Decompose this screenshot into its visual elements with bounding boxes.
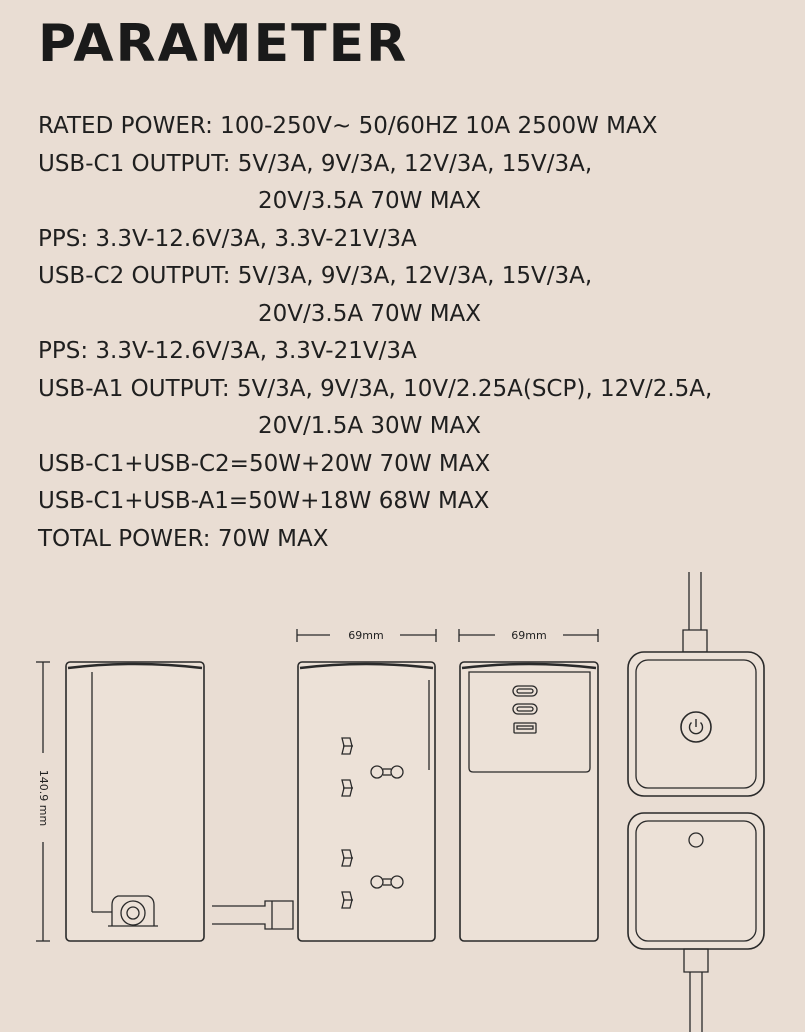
spec-list: RATED POWER: 100-250V~ 50/60HZ 10A 2500W… — [38, 108, 712, 558]
side-view-drawing — [65, 661, 205, 942]
spec-line: 20V/1.5A 30W MAX — [258, 413, 482, 439]
front-width-dimension — [296, 629, 437, 642]
spec-line: PPS: 3.3V-12.6V/3A, 3.3V-21V/3A — [38, 338, 417, 364]
socket-upper — [341, 737, 404, 797]
back-width-label: 69mm — [511, 629, 546, 642]
top-view-drawing — [627, 651, 765, 797]
usb-c1-port-icon — [512, 685, 538, 697]
page-title: PARAMETER — [38, 14, 409, 74]
spec-line: USB-C1 OUTPUT: 5V/3A, 9V/3A, 12V/3A, 15V… — [38, 150, 593, 177]
spec-line: PPS: 3.3V-12.6V/3A, 3.3V-21V/3A — [38, 225, 417, 252]
height-dimension-line — [36, 661, 50, 942]
height-label: 140.9 mm — [37, 770, 50, 826]
back-view-drawing — [459, 661, 599, 942]
socket-lower — [341, 849, 404, 909]
spec-line: TOTAL POWER: 70W MAX — [38, 525, 329, 552]
cable-drawing — [212, 900, 294, 930]
usb-a-port-icon — [513, 722, 537, 734]
spec-line: USB-A1 OUTPUT: 5V/3A, 9V/3A, 10V/2.25A(S… — [38, 375, 713, 402]
spec-line: 20V/3.5A 70W MAX — [258, 188, 482, 214]
power-button — [680, 711, 712, 743]
bottom-view-drawing — [627, 812, 765, 1032]
back-width-dimension — [458, 629, 599, 642]
top-cable-drawing — [682, 572, 708, 653]
spec-line: RATED POWER: 100-250V~ 50/60HZ 10A 2500W… — [38, 113, 658, 139]
product-dimension-drawings: 69mm 69mm 140.9 mm — [36, 572, 765, 1032]
usb-c2-port-icon — [512, 703, 538, 715]
front-view-drawing — [297, 661, 436, 942]
spec-line: 20V/3.5A 70W MAX — [258, 300, 482, 327]
spec-line: USB-C1+USB-C2=50W+20W 70W MAX — [38, 450, 491, 477]
spec-line: USB-C1+USB-A1=50W+18W 68W MAX — [38, 488, 490, 514]
power-icon — [688, 719, 704, 735]
front-width-label: 69mm — [348, 629, 383, 642]
spec-line: USB-C2 OUTPUT: 5V/3A, 9V/3A, 12V/3A, 15V… — [38, 263, 593, 289]
